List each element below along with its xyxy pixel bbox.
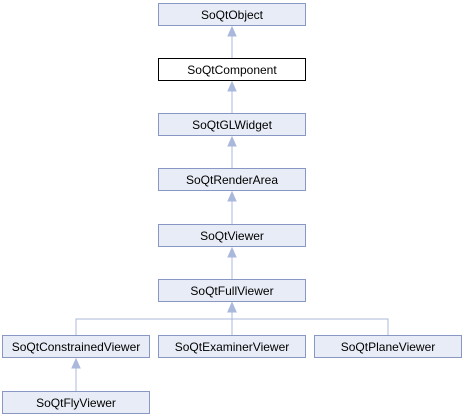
arrowhead-soqtrenderarea-to-soqtglwidget: [227, 135, 237, 147]
arrowhead-soqtflyviewer-to-soqtconstrainedviewer: [71, 357, 81, 369]
arrowhead-soqtfullviewer-to-soqtviewer: [227, 246, 237, 258]
node-soqtflyviewer[interactable]: SoQtFlyViewer: [2, 391, 150, 414]
arrowhead-soqtviewer-to-soqtrenderarea: [227, 190, 237, 202]
node-soqtexaminerviewer[interactable]: SoQtExaminerViewer: [158, 335, 306, 358]
arrowhead-soqtcomponent-to-soqtobject: [227, 25, 237, 37]
node-soqtglwidget[interactable]: SoQtGLWidget: [158, 113, 306, 136]
node-soqtplaneviewer[interactable]: SoQtPlaneViewer: [314, 335, 462, 358]
arrowhead-soqtplaneviewer-to-soqtfullviewer: [227, 301, 237, 313]
arrowhead-soqtglwidget-to-soqtcomponent: [227, 80, 237, 92]
node-soqtfullviewer[interactable]: SoQtFullViewer: [158, 279, 306, 302]
node-soqtcomponent: SoQtComponent: [158, 58, 306, 81]
node-soqtobject[interactable]: SoQtObject: [158, 3, 306, 26]
edge-soqtconstrainedviewer-to-soqtfullviewer: [75, 312, 233, 335]
node-soqtconstrainedviewer[interactable]: SoQtConstrainedViewer: [2, 335, 150, 358]
node-soqtviewer[interactable]: SoQtViewer: [158, 224, 306, 247]
node-soqtrenderarea[interactable]: SoQtRenderArea: [158, 168, 306, 191]
edge-soqtplaneviewer-to-soqtfullviewer: [231, 312, 389, 335]
